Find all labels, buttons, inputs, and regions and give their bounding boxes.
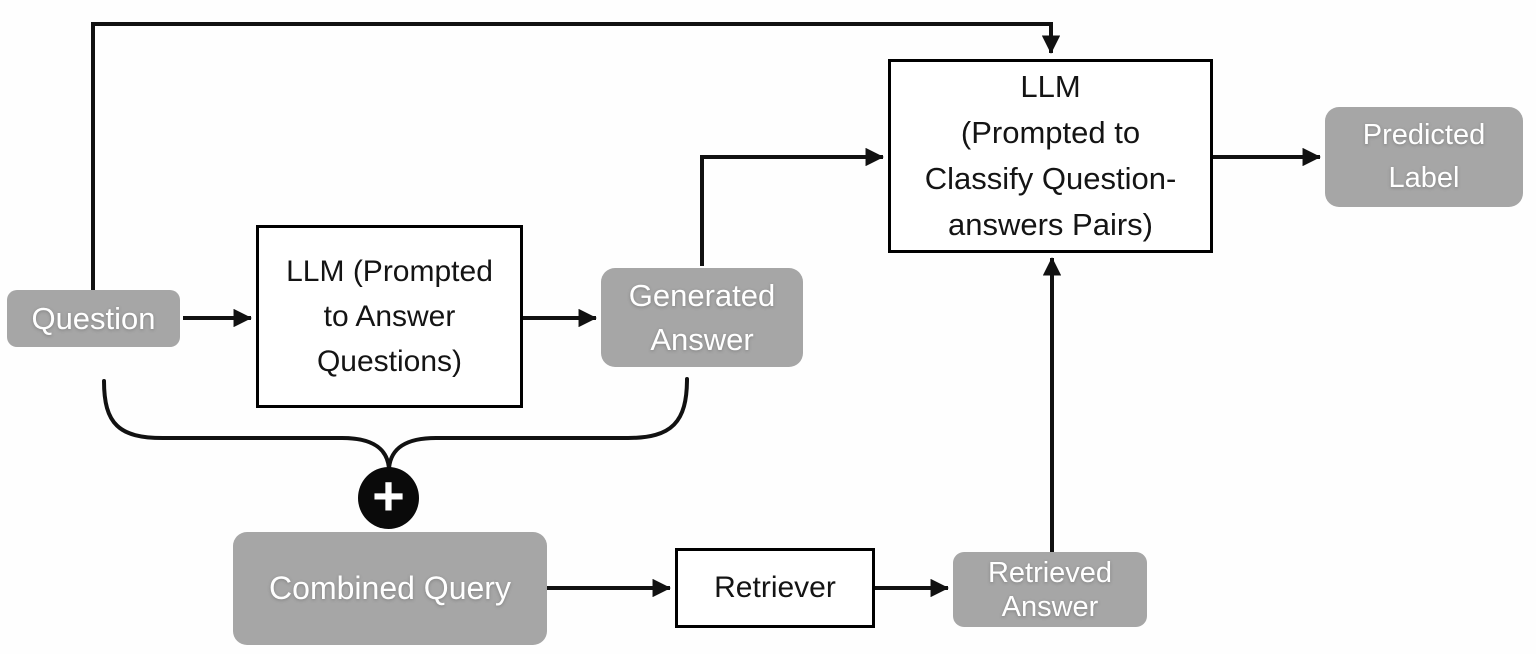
node-question: Question bbox=[7, 290, 180, 347]
node-retriever: Retriever bbox=[675, 548, 875, 628]
node-llm-classifier-line4: answers Pairs) bbox=[948, 207, 1153, 242]
node-question-label: Question bbox=[31, 300, 156, 336]
node-retrieved-answer-line2: Answer bbox=[1001, 590, 1099, 623]
node-generated-answer-line1: Generated bbox=[628, 277, 776, 313]
node-llm-answerer-line2: to Answer bbox=[323, 300, 456, 333]
node-llm-classifier-line1: LLM bbox=[1020, 69, 1081, 104]
node-predicted-label-line1: Predicted bbox=[1362, 119, 1486, 151]
node-llm-answerer-line1: LLM (Prompted bbox=[286, 255, 493, 288]
node-retrieved-answer-line1: Retrieved bbox=[987, 556, 1113, 589]
plus-symbol: + bbox=[372, 464, 405, 527]
node-predicted-label-line2: Label bbox=[1388, 162, 1460, 194]
node-combined-query: Combined Query bbox=[233, 532, 547, 645]
node-generated-answer-line2: Answer bbox=[650, 321, 754, 357]
node-retrieved-answer: Retrieved Answer bbox=[953, 552, 1147, 627]
plus-combine-icon: + bbox=[358, 467, 419, 529]
node-retriever-label: Retriever bbox=[714, 571, 836, 604]
node-combined-query-label: Combined Query bbox=[269, 570, 511, 606]
node-llm-classifier-line3: Classify Question- bbox=[924, 161, 1177, 196]
node-llm-answerer-line3: Questions) bbox=[316, 345, 463, 378]
node-predicted-label: Predicted Label bbox=[1325, 107, 1523, 207]
node-llm-answerer: LLM (Prompted to Answer Questions) bbox=[256, 225, 523, 408]
node-llm-classifier-line2: (Prompted to bbox=[960, 115, 1141, 150]
node-llm-classifier: LLM (Prompted to Classify Question- answ… bbox=[888, 59, 1213, 253]
node-generated-answer: Generated Answer bbox=[601, 268, 803, 367]
edge-generated-answer-to-llm-classifier bbox=[700, 147, 884, 266]
